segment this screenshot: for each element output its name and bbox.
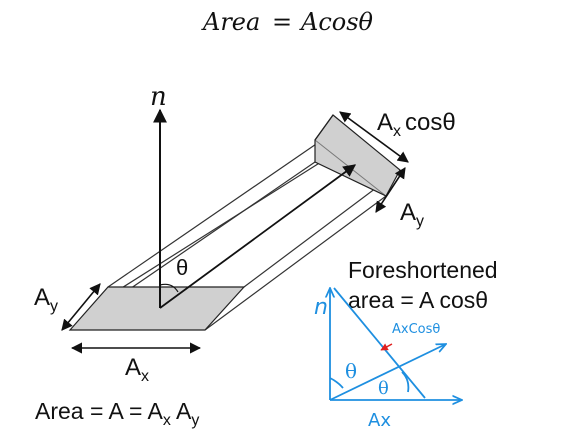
base-patch [68,286,246,331]
annotation-axcos: AxCosθ [392,322,440,337]
annotation-theta2: θ [378,378,389,399]
foreshortened-line1: Foreshortened [348,257,498,283]
theta-label: θ [176,255,188,280]
formula: Area = Acosθ [201,8,374,36]
normal-label: n [150,82,167,112]
formula-rhs: Acosθ [299,8,374,36]
ay-left-label: Ay [34,284,58,315]
annotation-angle-arc-right [401,371,410,393]
formula-equals: = [272,8,292,36]
annotation-ax: Ax [368,410,391,431]
annotation-slant-arrow [329,344,446,401]
area-equation: Area = A = Ax Ay [35,398,199,429]
ax-cos-dimension-arrow [339,111,409,163]
ay-left-dimension-arrow [61,283,101,331]
annotation-hypotenuse [333,287,426,399]
ax-bottom-label: Ax [125,354,149,385]
foreshortened-line2: area = A cosθ [348,287,488,313]
ay-right-dimension-arrow [375,167,406,213]
formula-lhs: Area [201,8,260,36]
view-direction-arrow [159,164,357,309]
ay-right-label: Ay [400,199,424,230]
annotation-n: n [314,295,328,320]
annotation-theta1: θ [345,359,357,383]
annotation-red-arrow [380,343,393,351]
theta-arc [159,283,179,293]
annotation-angle-arc-left [329,377,344,389]
handwritten-annotation [330,288,462,400]
